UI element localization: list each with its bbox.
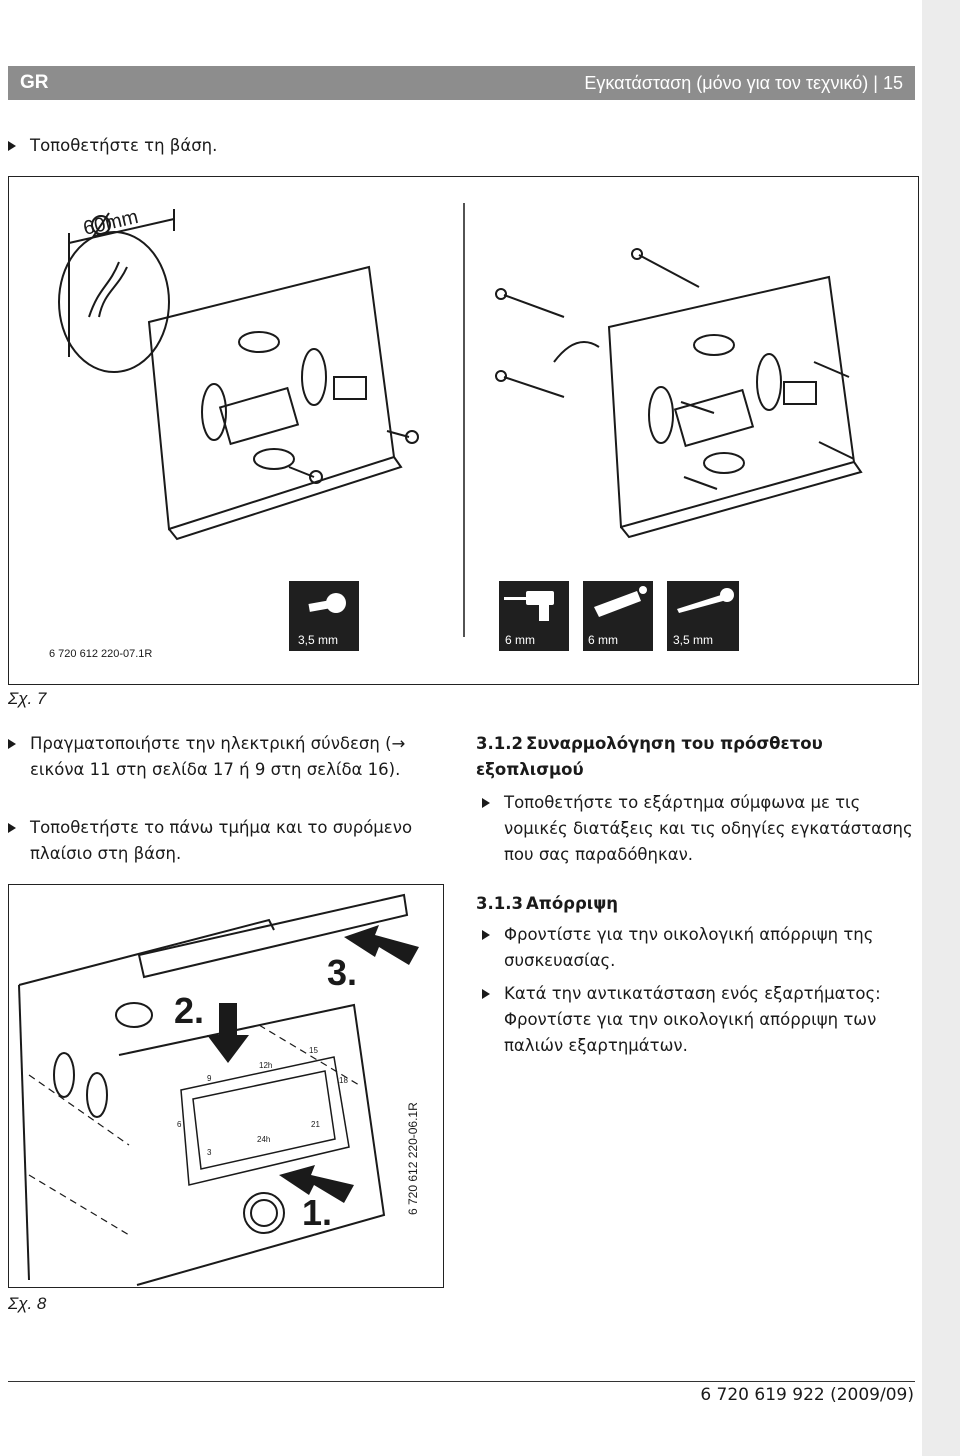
page-header: GR Εγκατάσταση (μόνο για τον τεχνικό) | …	[8, 66, 915, 100]
tool-screw: 3,5 mm	[289, 581, 359, 651]
figure-7-drawing: 60mm 6 720 612 220-07.1R 3,5 mm 6 mm	[49, 203, 863, 660]
page-title: Εγκατάσταση (μόνο για τον τεχνικό) | 15	[584, 72, 903, 93]
label-step-2: 2.	[174, 990, 204, 1031]
arrow-left-icon	[344, 925, 419, 965]
label-step-1: 1.	[302, 1192, 332, 1233]
display	[192, 1070, 336, 1170]
figure-8: 2. 3. 1. 9 12h 15 18 21 24h 3 6 6 720 61…	[8, 884, 444, 1288]
figure-7: 60mm 6 720 612 220-07.1R 3,5 mm 6 mm	[8, 176, 919, 685]
tool-label: 6 mm	[505, 633, 535, 647]
base-plate-right	[607, 275, 856, 529]
section-number: 3.1.3	[476, 894, 523, 913]
front-housing	[118, 1003, 386, 1286]
dial-mark: 18	[339, 1076, 348, 1085]
figure-code: 6 720 612 220-06.1R	[406, 1102, 420, 1215]
wood-screw-icon	[677, 588, 734, 613]
tool-drill: 6 mm	[499, 581, 569, 651]
arrow-down-icon	[207, 1003, 249, 1063]
control-knob[interactable]	[243, 1192, 285, 1234]
tool-wood-screw: 3,5 mm	[667, 581, 739, 651]
side-margin	[922, 0, 960, 1456]
screw-icon	[308, 593, 346, 613]
dial-mark: 12h	[259, 1061, 272, 1070]
step-mount-base: Τοποθετήστε τη βάση.	[7, 133, 217, 159]
figure-code: 6 720 612 220-07.1R	[49, 648, 152, 660]
section-title: Απόρριψη	[526, 894, 619, 913]
section-313-step-1: Φροντίστε για την οικολογική απόρριψη τη…	[482, 922, 914, 974]
figure-7-caption: Σχ. 7	[8, 689, 47, 708]
flush-box	[58, 231, 170, 373]
section-313-step-2: Κατά την αντικατάσταση ενός εξαρτήματος:…	[482, 981, 914, 1059]
display-frame	[180, 1056, 350, 1186]
section-title: Συναρμολόγηση του πρόσθετου εξοπλισμού	[476, 734, 823, 779]
step-electrical: Πραγματοποιήστε την ηλεκτρική σύνδεση (→…	[8, 731, 410, 783]
section-number: 3.1.2	[476, 734, 523, 753]
figure-8-drawing: 2. 3. 1. 9 12h 15 18 21 24h 3 6 6 720 61…	[18, 893, 420, 1286]
tool-label: 6 mm	[588, 633, 618, 647]
tool-label: 3,5 mm	[673, 633, 713, 647]
figure-8-caption: Σχ. 8	[8, 1294, 47, 1313]
tool-label: 3,5 mm	[298, 633, 338, 647]
footer-rule	[8, 1381, 915, 1382]
dial-mark: 3	[207, 1148, 212, 1157]
dial-mark: 9	[207, 1074, 212, 1083]
base-plate	[18, 918, 275, 986]
dial-mark: 24h	[257, 1135, 270, 1144]
label-step-3: 3.	[327, 952, 357, 993]
drill-icon	[504, 591, 554, 621]
dimension-line	[68, 218, 175, 244]
step-mount-top: Τοποθετήστε το πάνω τμήμα και το συρόμεν…	[8, 815, 440, 867]
dial-mark: 15	[309, 1046, 318, 1055]
slide-cover	[137, 893, 409, 979]
document-number: 6 720 619 922 (2009/09)	[700, 1385, 914, 1405]
dial-mark: 6	[177, 1120, 182, 1129]
arrow-up-left-icon	[279, 1165, 354, 1203]
dial-mark: 21	[311, 1120, 320, 1129]
wall-plug-icon	[594, 586, 647, 617]
section-312-step: Τοποθετήστε το εξάρτημα σύμφωνα με τις ν…	[482, 790, 914, 868]
language-code: GR	[20, 72, 49, 93]
tool-plug: 6 mm	[583, 581, 653, 651]
